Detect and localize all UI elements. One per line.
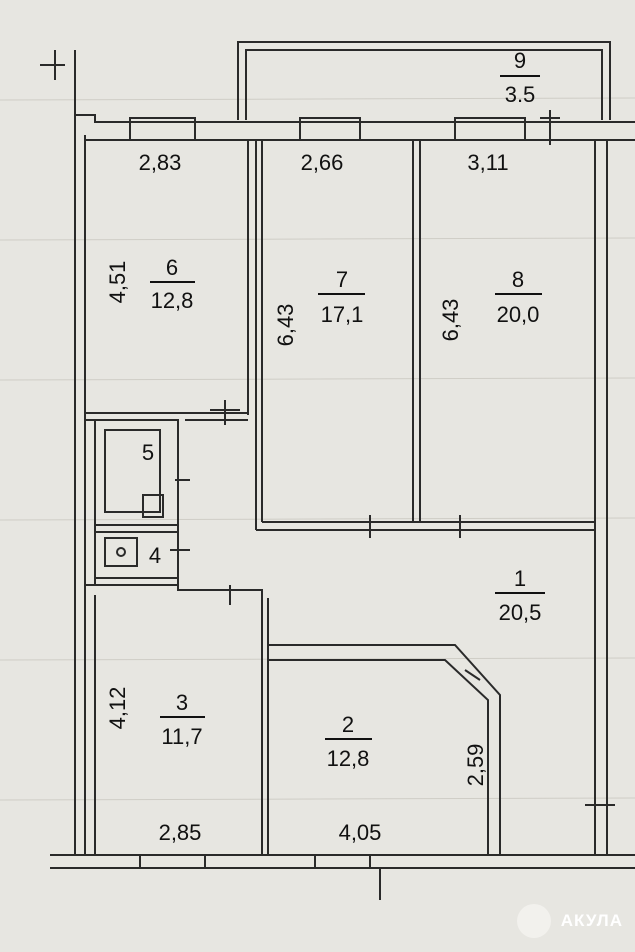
room-6-area: 12,8 [151, 288, 194, 313]
room-3-area: 11,7 [161, 724, 202, 749]
room-9-area: 3.5 [505, 82, 536, 107]
dim-room2-length: 2,59 [463, 744, 488, 787]
room-3-number: 3 [176, 690, 188, 715]
dim-room3-width: 2,85 [159, 820, 202, 845]
room-9-number: 9 [514, 48, 526, 73]
dim-room7-width: 2,66 [301, 150, 344, 175]
dimension-labels: 2,83 2,66 3,11 4,51 6,43 6,43 4,12 2,85 … [105, 150, 509, 845]
dim-room6-length: 4,51 [105, 261, 130, 304]
shark-logo-icon [516, 904, 551, 938]
room-5-number: 5 [142, 440, 154, 465]
room-8-area: 20,0 [497, 302, 540, 327]
room-1-area: 20,5 [499, 600, 542, 625]
dim-room2-width: 4,05 [339, 820, 382, 845]
room-4-number: 4 [149, 543, 161, 568]
dim-room8-width: 3,11 [467, 150, 508, 175]
dim-room7-length: 6,43 [273, 304, 298, 347]
room-6-number: 6 [166, 255, 178, 280]
watermark-text: АКУЛА [560, 911, 623, 930]
windows [129, 117, 526, 869]
room-7-area: 17,1 [321, 302, 364, 327]
room-8-number: 8 [512, 267, 524, 292]
room-1-number: 1 [514, 566, 526, 591]
watermark-logo: АКУЛА [516, 904, 623, 938]
room-2-number: 2 [342, 712, 354, 737]
room-labels: 9 3.5 6 12,8 7 17,1 8 20,0 5 4 1 20,5 3 … [142, 48, 545, 771]
walls [40, 41, 635, 900]
room-7-number: 7 [336, 267, 348, 292]
dim-room8-length: 6,43 [438, 299, 463, 342]
dim-room3-length: 4,12 [105, 687, 130, 730]
room-2-area: 12,8 [327, 746, 370, 771]
dim-room6-width: 2,83 [139, 150, 182, 175]
